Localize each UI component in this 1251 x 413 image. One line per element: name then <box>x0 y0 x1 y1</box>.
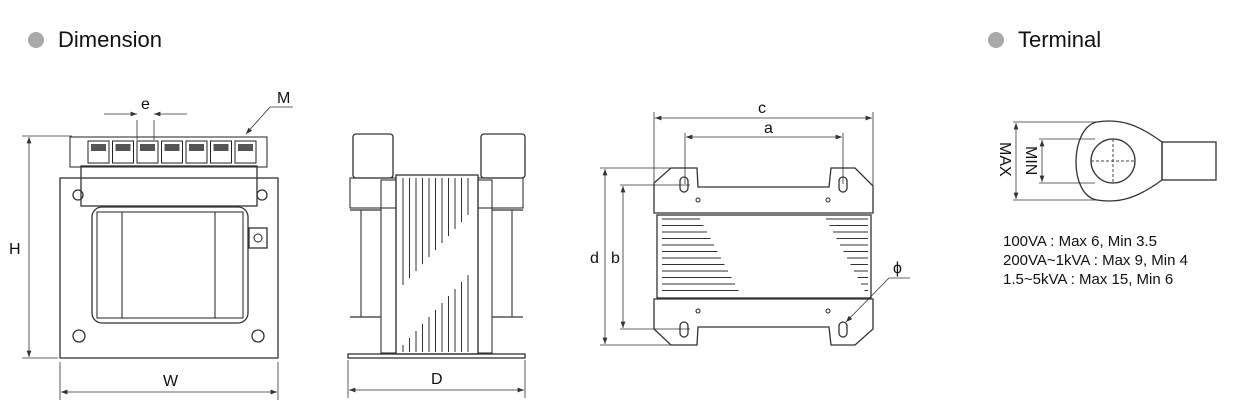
label-d: d <box>590 250 599 267</box>
label-b: b <box>611 250 620 267</box>
terminal-cell <box>210 140 232 164</box>
terminal-spec: 100VA : Max 6, Min 3.5 <box>1003 233 1157 250</box>
ground-terminal <box>248 227 268 249</box>
label-M: M <box>277 90 290 107</box>
label-a: a <box>764 120 773 137</box>
bottom-view: c a d b ϕ <box>590 100 910 346</box>
terminal-spec: 1.5~5kVA : Max 15, Min 6 <box>1003 271 1174 288</box>
terminal-cell <box>185 140 208 164</box>
terminal-cover <box>80 165 258 207</box>
terminal-block <box>69 136 268 168</box>
terminal-title: Terminal <box>1018 27 1102 52</box>
label-D: D <box>431 371 443 388</box>
label-min: MIN <box>1022 146 1039 175</box>
terminal-spec: 200VA~1kVA : Max 9, Min 4 <box>1003 252 1188 269</box>
bottom-mounting-plate <box>653 298 874 346</box>
core-hatching <box>662 218 868 291</box>
label-H: H <box>9 241 21 258</box>
bullet-icon <box>988 32 1004 48</box>
terminal-cell <box>87 140 110 164</box>
terminal-heading: Terminal <box>988 27 1101 53</box>
left-bobbin-top <box>352 133 394 179</box>
front-body <box>59 177 279 359</box>
base-plate <box>347 353 526 359</box>
terminal-cell <box>161 140 183 164</box>
label-max: MAX <box>996 142 1013 177</box>
ring-terminal-drawing: MAX MIN <box>996 120 1217 202</box>
dimension-heading: Dimension <box>28 27 162 53</box>
label-phi: ϕ <box>893 260 902 277</box>
mounting-slot-icons <box>679 176 848 338</box>
front-view: e M H W <box>9 90 293 400</box>
label-e: e <box>141 96 150 113</box>
core <box>395 174 479 355</box>
label-c: c <box>758 100 766 117</box>
right-bobbin-top <box>480 133 526 179</box>
side-view: D <box>347 133 526 398</box>
terminal-cells <box>87 140 257 164</box>
core-hatching <box>402 178 469 352</box>
lug-barrel <box>1161 141 1217 181</box>
terminal-spec-list: 100VA : Max 6, Min 3.5 200VA~1kVA : Max … <box>1003 232 1188 289</box>
screw-icons <box>72 189 268 343</box>
terminal-cell <box>234 140 257 164</box>
coil-window <box>91 206 249 324</box>
top-mounting-plate <box>653 167 874 214</box>
dimension-title: Dimension <box>58 27 162 52</box>
bullet-icon <box>28 32 44 48</box>
label-W: W <box>163 373 179 390</box>
terminal-cell <box>112 140 134 164</box>
ring-lug <box>1075 120 1163 202</box>
terminal-cell <box>136 140 159 164</box>
core <box>656 214 872 299</box>
